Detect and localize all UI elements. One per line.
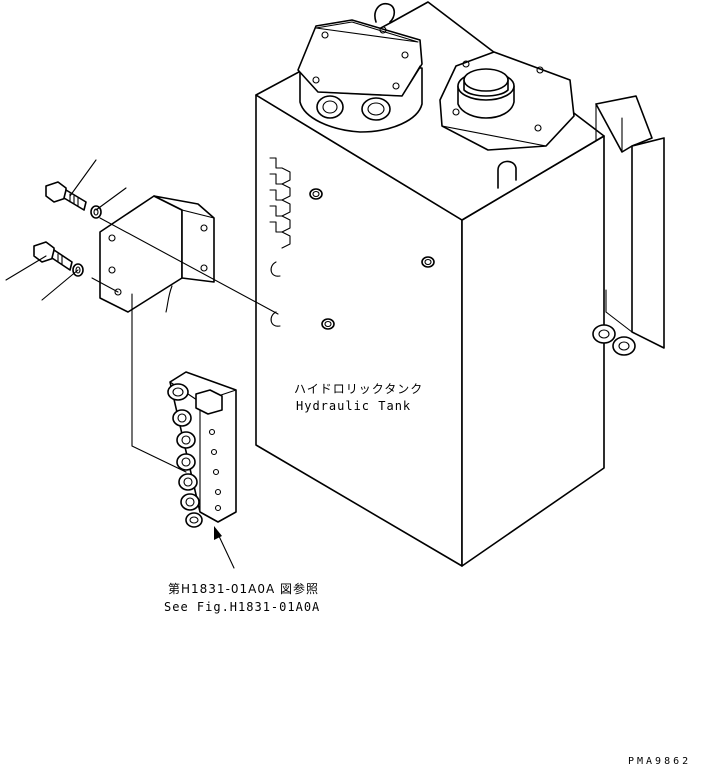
reference-arrow — [214, 526, 235, 569]
hydraulic-tank — [255, 1, 605, 567]
leader-lines — [5, 159, 279, 473]
drawing-code: PMA9862 — [628, 756, 691, 767]
level-gauge-bracket — [592, 95, 665, 356]
mounting-bolts — [309, 188, 435, 330]
filler-cap — [439, 51, 575, 151]
hook — [497, 160, 517, 189]
tank-label-japanese: ハイドロリックタンク — [294, 382, 423, 396]
reference-label-japanese: 第H1831-01A0A 図参照 — [168, 581, 319, 596]
square-cover — [297, 19, 423, 133]
tank-label-english: Hydraulic Tank — [296, 399, 411, 413]
reference-label-english: See Fig.H1831-01A0A — [164, 600, 320, 614]
bolt-upper — [45, 181, 87, 211]
bolt-lower — [33, 241, 73, 271]
lifting-eye — [374, 2, 396, 23]
washer-upper — [90, 205, 102, 219]
hose-clips — [269, 157, 291, 327]
mounting-bracket — [99, 195, 215, 313]
manifold-block — [167, 371, 237, 528]
